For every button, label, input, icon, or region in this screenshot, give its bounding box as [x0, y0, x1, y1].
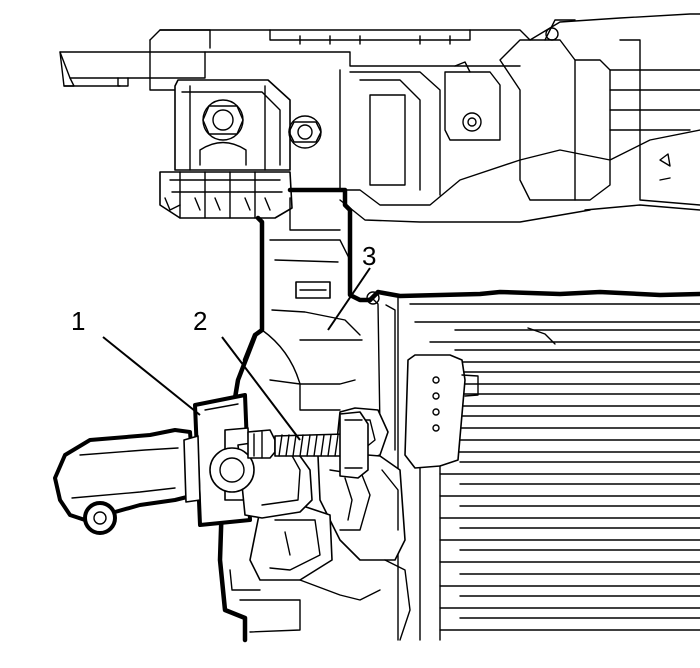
upper-support-bracket [59, 13, 700, 223]
leader-line-1 [102, 336, 201, 416]
callout-3: 3 [362, 241, 376, 271]
callout-labels: 1 2 3 [71, 241, 376, 336]
callout-1: 1 [71, 306, 85, 336]
tool-pliers [53, 393, 313, 535]
threaded-rod [247, 411, 369, 479]
leader-line-3 [327, 267, 371, 331]
radiator-core [359, 289, 700, 641]
leader-line-2 [221, 336, 301, 441]
leader-lines [102, 267, 371, 441]
callout-2: 2 [193, 306, 207, 336]
upper-mount-bracket [159, 79, 322, 219]
radiator-support-panel [242, 187, 373, 411]
